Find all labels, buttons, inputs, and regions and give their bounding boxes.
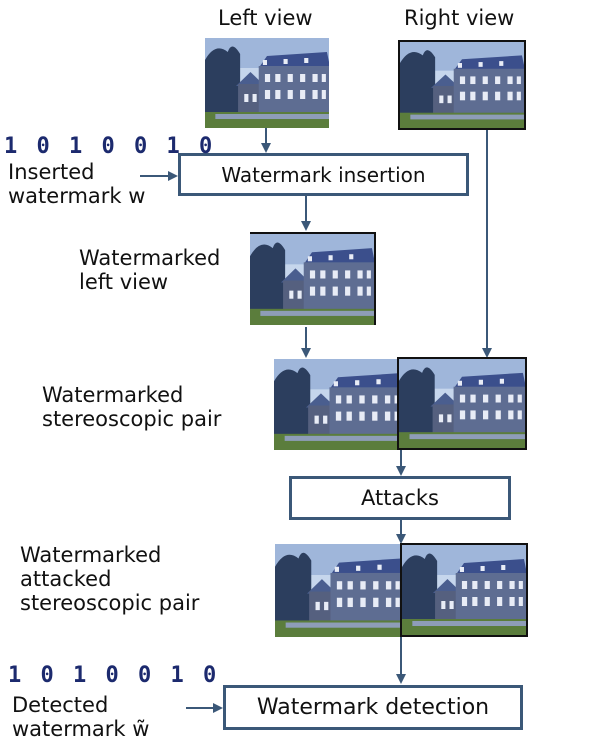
attacked-pair-right-image <box>400 543 528 637</box>
detected-bits: 1 0 1 0 0 1 0 <box>8 663 220 688</box>
watermarked-left-view-label: Watermarked left view <box>79 246 221 294</box>
pair-right-image <box>397 357 527 450</box>
pair-left-image <box>274 359 402 450</box>
watermarked-pair-label: Watermarked stereoscopic pair <box>42 383 222 431</box>
attacked-pair-left-image <box>275 544 403 637</box>
inserted-watermark-label: Inserted watermark w <box>8 160 146 208</box>
left-view-image <box>205 38 329 128</box>
watermark-detection-box: Watermark detection <box>223 685 523 730</box>
attacks-box: Attacks <box>289 476 511 520</box>
watermark-insertion-box: Watermark insertion <box>178 153 469 196</box>
detected-watermark-label: Detected watermark w̃ <box>12 693 150 741</box>
right-view-image <box>398 40 526 130</box>
watermarked-left-image <box>250 232 376 325</box>
left-view-heading: Left view <box>218 6 313 30</box>
inserted-bits: 1 0 1 0 0 1 0 <box>4 134 216 159</box>
right-view-heading: Right view <box>404 6 515 30</box>
watermarked-attacked-pair-label: Watermarked attacked stereoscopic pair <box>20 543 200 615</box>
